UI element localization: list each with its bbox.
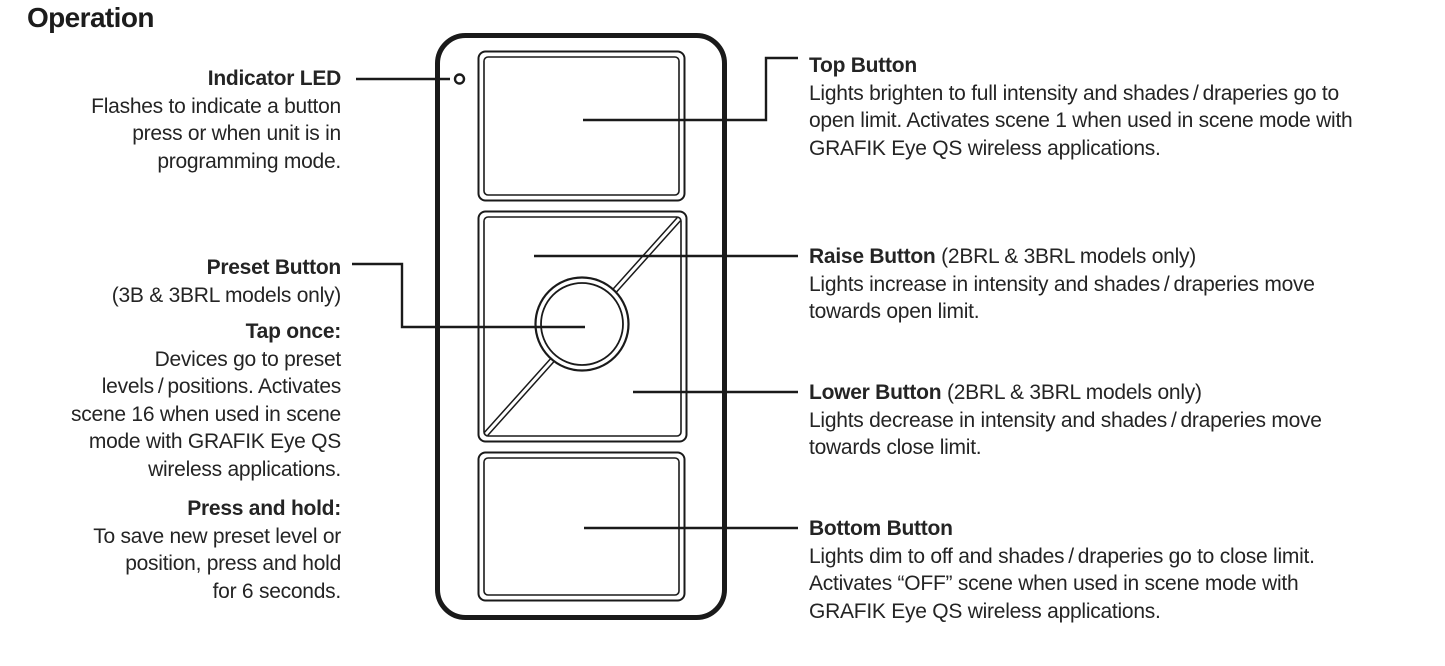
lower-button-heading: Lower Button bbox=[809, 381, 942, 404]
bottom-button-callout: Bottom Button Lights dim to off and shad… bbox=[809, 515, 1315, 625]
tap-once-line: mode with GRAFIK Eye QS bbox=[88, 430, 341, 453]
lower-button-heading-row: Lower Button(2BRL & 3BRL models only) bbox=[809, 379, 1322, 407]
tap-once-heading: Tap once: bbox=[245, 320, 342, 343]
bottom-button-heading: Bottom Button bbox=[809, 517, 953, 540]
page-title: Operation bbox=[27, 2, 154, 33]
top-button-callout: Top Button Lights brighten to full inten… bbox=[809, 52, 1353, 162]
tap-once-line: wireless applications. bbox=[148, 457, 341, 481]
raise-button-callout: Raise Button(2BRL & 3BRL models only) Li… bbox=[809, 243, 1315, 326]
top-button-line: GRAFIK Eye QS wireless applications. bbox=[809, 136, 1161, 160]
lower-button-line: Lights decrease in intensity and shades … bbox=[809, 408, 1322, 432]
top-button-line: Lights brighten to full intensity and sh… bbox=[809, 81, 1339, 105]
lower-button-models-note: (2BRL & 3BRL models only) bbox=[946, 381, 1202, 404]
callout-line-top-button bbox=[583, 56, 798, 122]
tap-once-line: levels / positions. Activates bbox=[101, 375, 342, 398]
raise-button-heading-row: Raise Button(2BRL & 3BRL models only) bbox=[809, 243, 1315, 271]
indicator-led-line: Flashes to indicate a button bbox=[91, 94, 341, 118]
lower-button-line: towards close limit. bbox=[809, 436, 982, 459]
top-button-heading: Top Button bbox=[809, 54, 917, 77]
indicator-led-line: press or when unit is in bbox=[132, 122, 341, 145]
indicator-led-heading: Indicator LED bbox=[207, 67, 342, 90]
indicator-led-dot bbox=[453, 73, 466, 85]
tap-once-line: Devices go to preset bbox=[154, 347, 342, 371]
raise-button-models-note: (2BRL & 3BRL models only) bbox=[941, 245, 1196, 268]
preset-button-subheading: (3B & 3BRL models only) bbox=[111, 283, 342, 307]
bottom-button-line: GRAFIK Eye QS wireless applications. bbox=[809, 599, 1161, 623]
press-and-hold-line: position, press and hold bbox=[125, 552, 341, 575]
callout-line-preset-button bbox=[352, 262, 585, 329]
bottom-button-inner-line bbox=[483, 457, 680, 596]
top-button-line: open limit. Activates scene 1 when used … bbox=[809, 109, 1353, 132]
preset-button-heading: Preset Button bbox=[206, 256, 342, 279]
indicator-led-callout: Indicator LED Flashes to indicate a butt… bbox=[0, 65, 341, 175]
tap-once-line: scene 16 when used in scene bbox=[71, 402, 341, 426]
preset-button-circle bbox=[534, 276, 630, 372]
lower-button-callout: Lower Button(2BRL & 3BRL models only) Li… bbox=[809, 379, 1322, 462]
raise-button-line: towards open limit. bbox=[809, 300, 980, 323]
bottom-button-line: Activates “OFF” scene when used in scene… bbox=[809, 572, 1299, 595]
preset-button-inner-ring bbox=[540, 282, 624, 366]
top-button-shape bbox=[477, 50, 686, 202]
top-button-inner-line bbox=[483, 56, 680, 196]
bottom-button-line: Lights dim to off and shades / draperies… bbox=[809, 544, 1315, 568]
preset-button-callout: Preset Button (3B & 3BRL models only) Ta… bbox=[0, 254, 341, 605]
press-and-hold-line: for 6 seconds. bbox=[212, 579, 342, 603]
bottom-button-shape bbox=[477, 451, 686, 602]
raise-button-heading: Raise Button bbox=[809, 245, 936, 268]
press-and-hold-heading: Press and hold: bbox=[187, 497, 341, 520]
raise-button-line: Lights increase in intensity and shades … bbox=[809, 272, 1315, 296]
indicator-led-line: programming mode. bbox=[157, 149, 341, 173]
press-and-hold-line: To save new preset level or bbox=[93, 524, 341, 548]
